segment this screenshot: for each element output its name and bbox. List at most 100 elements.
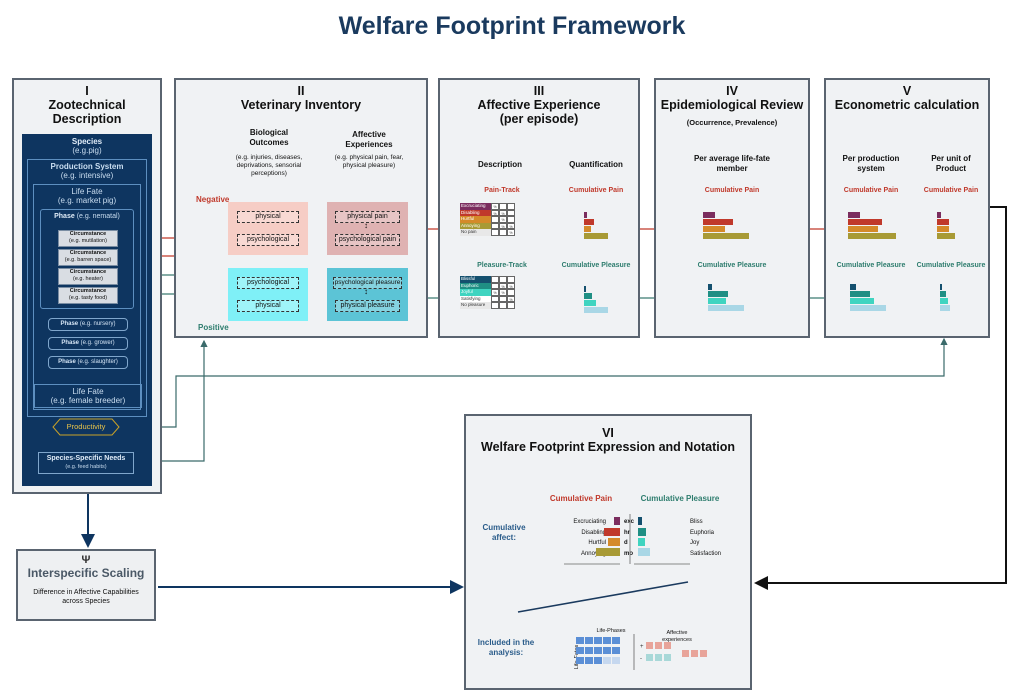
iii-pleasure-bar [584,286,586,292]
pleasure-label: Joy [690,540,700,546]
track-row-label: Joyful [460,289,491,296]
panel-title: Zootechnical Description [48,98,126,126]
panel-number: IV [726,84,738,98]
iv-pain-bar [703,212,715,218]
phase-label: Phase [54,213,75,220]
cum-pleasure-label: Cumulative Pleasure [561,262,631,269]
track-row-label: No pleasure [460,302,491,309]
neg-aff-psychological-pain: psychological pain [335,234,400,246]
circumstance-heater: Circumstance(e.g. heater) [58,268,118,285]
panel-title: Epidemiological Review [660,98,804,112]
iv-pain-bar [703,226,725,232]
cum-pain-label: Cumulative Pain [704,187,760,194]
pos-aff-physical-pleasure: physical pleasure [335,300,400,312]
panel-title: Welfare Footprint Expression and Notatio… [481,440,735,454]
iii-pain-bar [584,233,608,239]
pain-label: Hurtful [588,540,606,546]
track-row-label: Disabling [460,209,491,216]
v-unit-pain-bar [937,226,949,232]
description-head: Description [477,160,522,169]
v-sys-pain-bar [848,233,896,239]
track-row-label: Hurtful [460,216,491,223]
v-sys-pleasure-bar [850,298,874,304]
v-sys-pleasure-bar [850,305,886,311]
v-unit-pain-bar [937,219,949,225]
iv-pleasure-bar [708,284,712,290]
double-arrow-icon: ↕ [364,221,368,230]
iii-pain-bar [584,226,591,232]
vi-bar-satisfaction [638,548,650,556]
phase-eg: (e.g. nematal) [76,213,120,220]
production-system-label: Production System [50,162,124,171]
life-phases-label: Life-Phases [596,628,626,634]
pain-code: d [624,540,628,546]
vi-bar-bliss [638,517,642,525]
track-row-label: No pain [460,229,491,236]
neg-bio-physical: physical [237,211,299,223]
vi-bar-hurtful [608,538,620,546]
pos-bio-psychological: psychological [237,277,299,289]
v-unit-pleasure-bar [940,305,950,311]
panel-number: II [297,84,305,98]
cum-pleasure-label: Cumulative Pleasure [640,494,720,503]
iv-pleasure-bar [708,305,744,311]
v-sys-pain-bar [848,226,878,232]
cum-pain-label-2: Cumulative Pain [923,187,979,194]
positive-label: Positive [198,323,229,332]
panel-zootechnical: I Zootechnical Description Species (e.g.… [12,78,162,494]
pleasure-track-table: Blissful Euphoric%% Joyful%% Satisfying%… [460,276,515,309]
vi-graphics: + - [517,514,707,670]
phase-nursery: Phase (e.g. nursery) [48,318,128,331]
neg-bio-psychological: psychological [237,234,299,246]
neg-aff-box: physical pain ↕ psychological pain [327,202,408,255]
included-label: Included in the analysis: [477,638,535,657]
species-label: Species [71,137,103,146]
species-eg: (e.g.pig) [72,146,102,155]
psi-title: Interspecific Scaling [27,566,145,580]
life-fate-box: Life Fate (e.g. market pig) Phase (e.g. … [33,184,141,410]
vi-pain-codes: exc hr d mo [624,517,638,559]
cum-pain-label: Cumulative Pain [843,187,899,194]
cum-pleasure-label-2: Cumulative Pleasure [916,262,986,269]
species-needs-eg: (e.g. feed habits) [65,464,107,470]
pain-track-label: Pain-Track [484,187,520,194]
psi-desc: Difference in Affective Capabilities acr… [33,589,139,605]
productivity-hexagon [52,418,120,436]
svg-text:-: - [640,656,642,662]
vi-bar-disabling [604,528,620,536]
iii-pleasure-bar [584,300,596,306]
double-arrow-icon: ↕ [364,287,368,296]
life-phases-grid [576,637,620,664]
affective-exp-label: Affective experiences [662,630,692,643]
pain-code: hr [624,529,630,536]
iv-pleasure-bar [708,298,726,304]
v-sys-pleasure-bar [850,284,856,290]
pleasure-label: Euphoria [690,529,715,536]
panel-epidemiological: IV Epidemiological Review (Occurrence, P… [654,78,810,338]
life-fate2-eg: (e.g. female breeder) [50,396,126,405]
iv-pain-bar [703,233,749,239]
pain-label: Disabling [581,529,606,536]
track-row-label: Blissful [460,276,491,283]
panel-title: Veterinary Inventory [240,98,362,112]
cum-pain-label: Cumulative Pain [568,187,624,194]
panel-number: I [85,84,89,98]
interspecific-scaling-box: Ψ Interspecific Scaling Difference in Af… [16,549,156,621]
v-unit-pleasure-bar [940,284,942,290]
pain-label: Excruciating [573,519,606,525]
psi-icon: Ψ [81,554,91,566]
iii-pleasure-bar [584,307,608,313]
life-fate-label: Life Fate [71,187,103,196]
v-sys-pain-bar [848,219,882,225]
vi-bar-excruciating [614,517,620,525]
vi-pleasure-labels: Bliss Euphoria Joy Satisfaction [690,517,740,559]
v-unit-pleasure-bar [940,298,948,304]
life-fate-eg: (e.g. market pig) [57,196,117,205]
affective-eg: (e.g. physical pain, fear, physical plea… [334,154,404,169]
species-needs-label: Species-Specific Needs [46,455,126,462]
life-fate-breeder-box: Life Fate (e.g. female breeder) [34,384,142,408]
life-fate2-label: Life Fate [72,387,104,396]
pain-track-table: Excruciating% Disabling%% Hurtful% Annoy… [460,203,515,236]
svg-text:+: + [640,644,644,650]
v-sys-pain-bar [848,212,860,218]
